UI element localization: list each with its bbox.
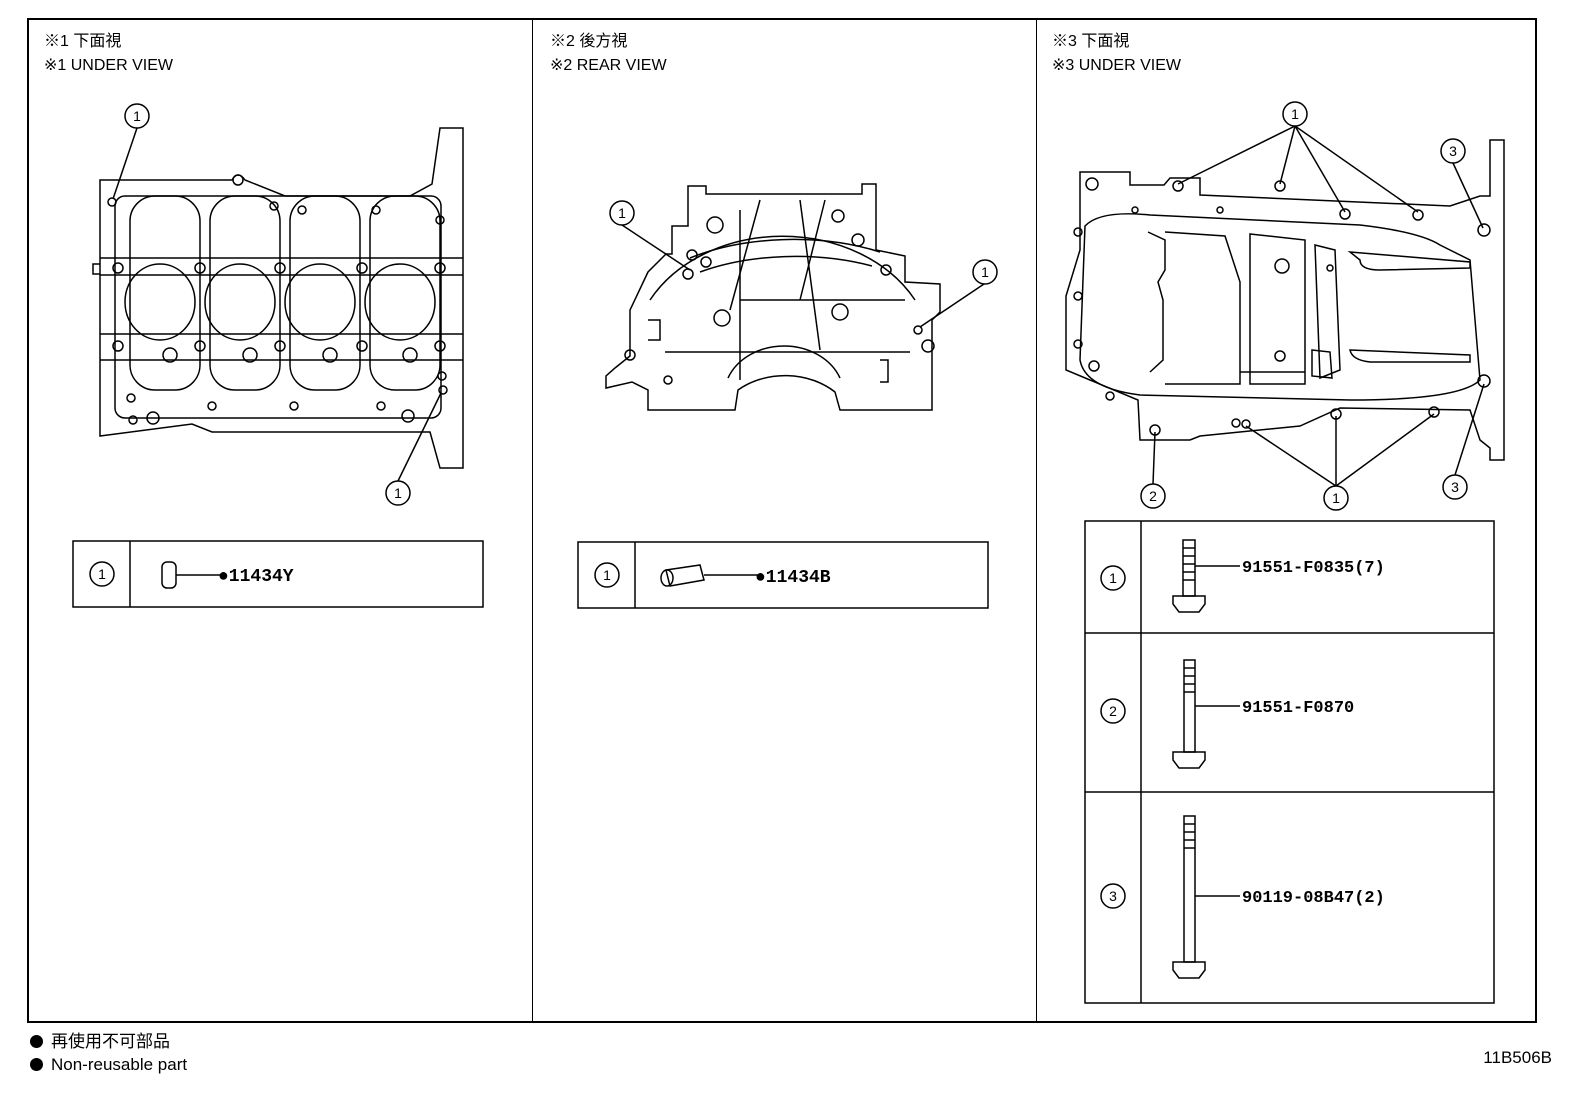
callout-label: 1	[1291, 106, 1299, 122]
pan-bolt-holes	[1073, 177, 1491, 436]
oil-pan-under-view	[1065, 125, 1505, 487]
block-bolt-holes	[107, 174, 448, 425]
rear-bolt-holes	[624, 209, 935, 385]
panel-2-title: ※2 後方視 ※2 REAR VIEW	[550, 30, 667, 78]
cylinder-block-under-view	[92, 127, 464, 482]
panel-1-title: ※1 下面視 ※1 UNDER VIEW	[44, 30, 173, 78]
diagram-frame	[27, 18, 1537, 1023]
panel-1-title-jp: ※1 下面視	[44, 33, 122, 50]
part-ref: 3	[1109, 888, 1117, 904]
cylinder-bores	[124, 195, 441, 391]
panel-1-parts-table: 1 ●11434Y	[72, 540, 484, 608]
callout-label: 1	[1332, 490, 1340, 506]
part-ref: 2	[1109, 703, 1117, 719]
non-reusable-dot-icon	[30, 1058, 43, 1071]
panel-3-callout: 2	[1140, 483, 1166, 509]
panel-1-title-en: ※1 UNDER VIEW	[44, 57, 173, 74]
panel-divider	[1036, 18, 1037, 1023]
legend-en: Non-reusable part	[51, 1055, 188, 1074]
callout-label: 2	[1149, 488, 1157, 504]
panel-3-callout: 1	[1282, 101, 1308, 127]
part-number: ●11434Y	[218, 567, 294, 587]
part-ref: 1	[1109, 570, 1117, 586]
panel-3-title-jp: ※3 下面視	[1052, 33, 1130, 50]
part-ref: 1	[98, 566, 106, 582]
callout-label: 1	[981, 264, 989, 280]
non-reusable-dot-icon	[30, 1035, 43, 1048]
callout-label: 1	[133, 108, 141, 124]
callout-label: 1	[618, 205, 626, 221]
panel-1-callout: 1	[385, 480, 411, 506]
panel-2-parts-table: 1 ●11434B	[577, 541, 989, 609]
panel-3-callout: 1	[1323, 485, 1349, 511]
part-number: 90119-08B47(2)	[1242, 889, 1385, 908]
panel-divider	[532, 18, 533, 1023]
part-number: 91551-F0835(7)	[1242, 559, 1385, 578]
part-ref: 1	[603, 567, 611, 583]
panel-2-callout: 1	[972, 259, 998, 285]
cylinder-block-rear-view	[605, 183, 985, 411]
legend-jp: 再使用不可部品	[51, 1032, 170, 1051]
bolt-icon	[1172, 815, 1240, 979]
callout-label: 3	[1451, 479, 1459, 495]
panel-3-title-en: ※3 UNDER VIEW	[1052, 57, 1181, 74]
bolt-icon	[1172, 539, 1240, 613]
panel-1-callout: 1	[124, 103, 150, 129]
part-number: ●11434B	[755, 568, 831, 588]
part-number: 91551-F0870	[1242, 699, 1354, 718]
panel-3-callout: 3	[1442, 474, 1468, 500]
legend: 再使用不可部品 Non-reusable part	[30, 1030, 187, 1076]
dowel-pin-icon	[660, 564, 760, 587]
bolt-icon	[1172, 659, 1240, 769]
callout-label: 1	[394, 485, 402, 501]
panel-2-callout: 1	[609, 200, 635, 226]
callout-label: 3	[1449, 143, 1457, 159]
panel-2-title-en: ※2 REAR VIEW	[550, 57, 667, 74]
panel-3-callout: 3	[1440, 138, 1466, 164]
panel-3-parts-table: 1 91551-F0835(7) 2 91551-F0870 3	[1084, 520, 1495, 1004]
dowel-pin-icon	[161, 561, 220, 589]
panel-3-title: ※3 下面視 ※3 UNDER VIEW	[1052, 30, 1181, 78]
panel-2-title-jp: ※2 後方視	[550, 33, 628, 50]
legend-en-row: Non-reusable part	[30, 1053, 187, 1076]
drawing-code: 11B506B	[1483, 1048, 1552, 1067]
legend-jp-row: 再使用不可部品	[30, 1030, 187, 1053]
